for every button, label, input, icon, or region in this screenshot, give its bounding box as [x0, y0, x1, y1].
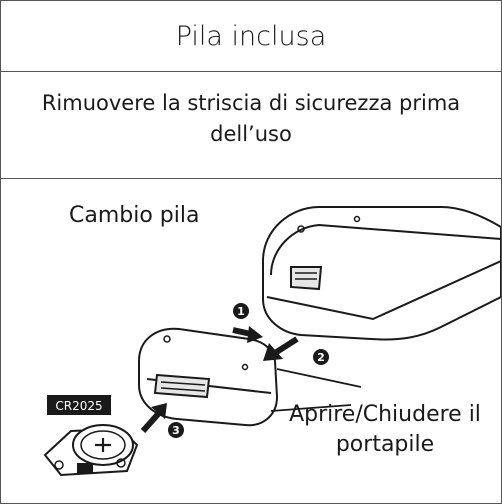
battery-label: CR2025: [55, 399, 102, 413]
caption-line-1: Aprire/Chiudere il: [289, 402, 481, 427]
arrow-2-icon: [263, 336, 299, 361]
caption-line-2: portapile: [335, 432, 435, 457]
step-1-number: 1: [237, 305, 245, 318]
page-title: Pila inclusa: [175, 21, 327, 52]
section-label: Cambio pila: [69, 203, 200, 228]
battery-label-box: [47, 395, 111, 415]
step-2-number: 2: [317, 351, 325, 364]
step-2-badge: [313, 349, 329, 365]
arrow-3-icon: [140, 403, 167, 433]
battery-holder: [138, 327, 362, 427]
safety-strip-notice: Rimuovere la striscia di sicurezza prima…: [41, 91, 461, 146]
step-3-number: 3: [172, 424, 180, 437]
remote-body: [262, 206, 501, 341]
coin-battery: [43, 424, 139, 477]
notice-row: Rimuovere la striscia di sicurezza prima…: [1, 72, 501, 179]
illustration-row: Cambio pila: [1, 179, 501, 503]
step-3-badge: [168, 422, 184, 438]
arrow-1-icon: [232, 326, 263, 343]
step-1-badge: [233, 303, 249, 319]
title-row: Pila inclusa: [1, 1, 501, 72]
open-close-caption: Aprire/Chiudere il portapile: [269, 400, 501, 460]
battery-replacement-illustration: CR2025 1 2 3: [43, 206, 501, 477]
